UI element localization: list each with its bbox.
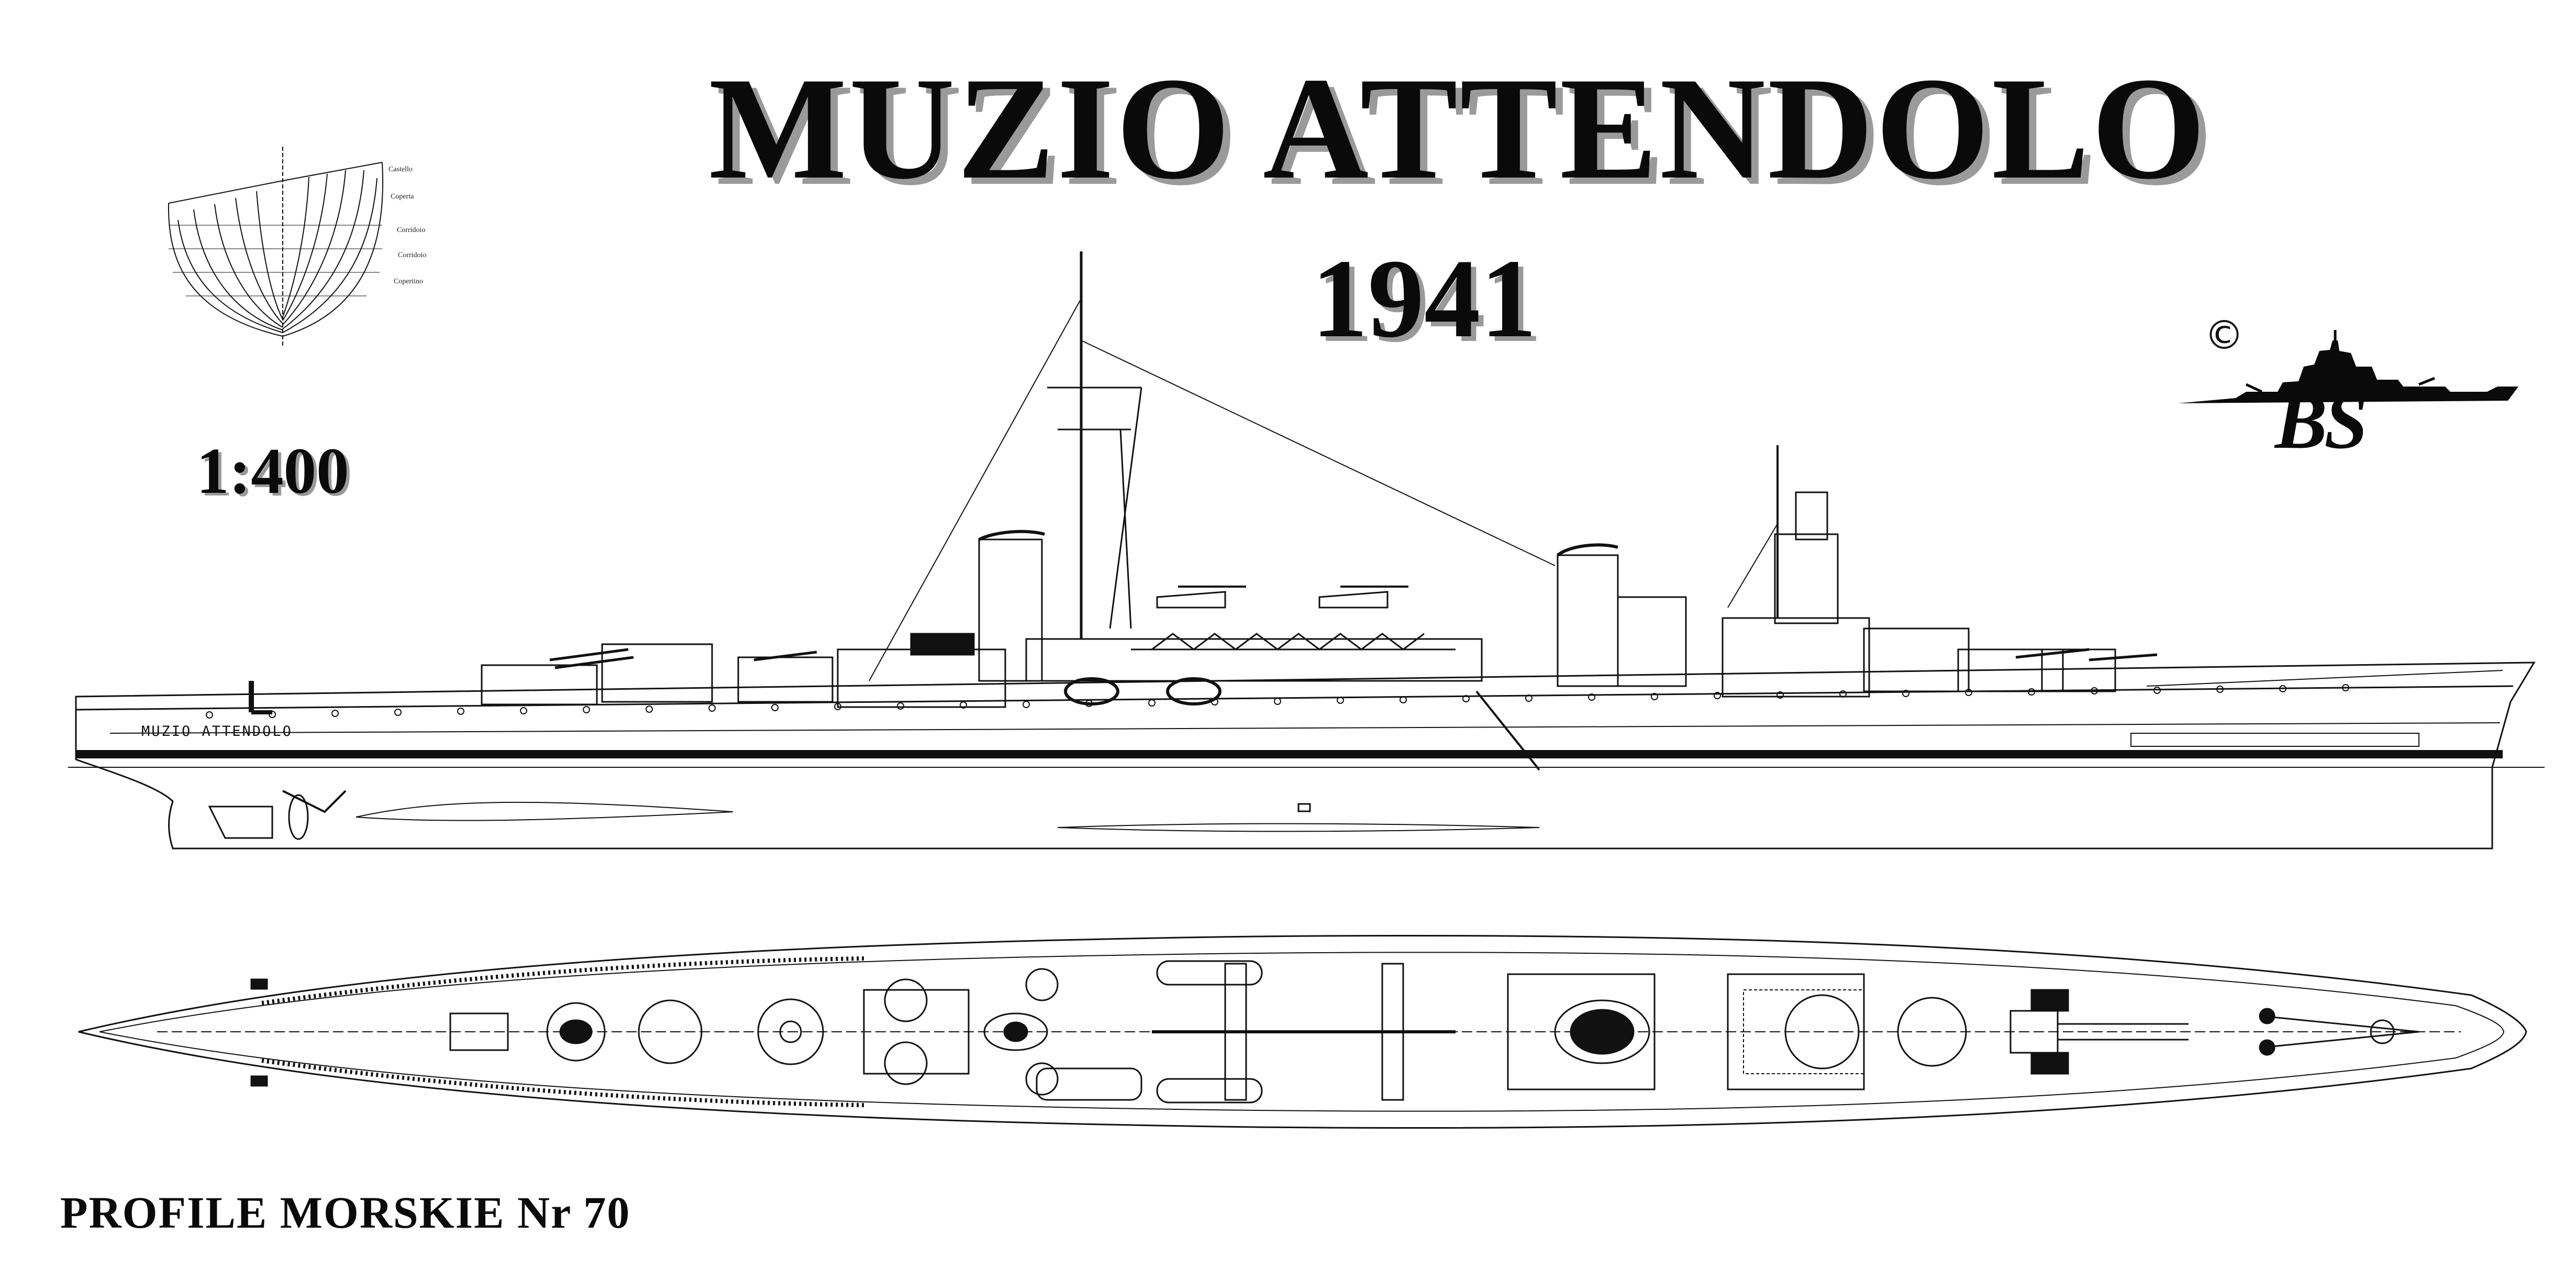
hull-label-coperta: Coperta <box>391 193 414 201</box>
publisher-logo: BS <box>2275 378 2368 465</box>
ship-silhouette-icon <box>2178 330 2518 403</box>
series-label: PROFILE MORSKIE Nr 70 <box>60 1187 631 1238</box>
copyright-symbol: © <box>2204 312 2244 358</box>
hull-label-copertino: Copertino <box>394 278 423 285</box>
hull-label-castello: Castello <box>388 166 413 173</box>
hull-body-plan <box>168 147 383 346</box>
ship-title: MUZIO ATTENDOLO <box>708 47 2208 210</box>
plan-view-drawing <box>78 934 2527 1129</box>
hull-label-corridoio-1: Corridoio <box>397 226 426 234</box>
ship-year: 1941 <box>1312 236 1537 361</box>
side-profile-drawing <box>68 251 2545 850</box>
hull-label-corridoio-2: Corridoio <box>398 251 427 259</box>
scale-label: 1:400 <box>196 435 349 508</box>
hull-ship-name: MUZIO ATTENDOLO <box>141 723 293 740</box>
